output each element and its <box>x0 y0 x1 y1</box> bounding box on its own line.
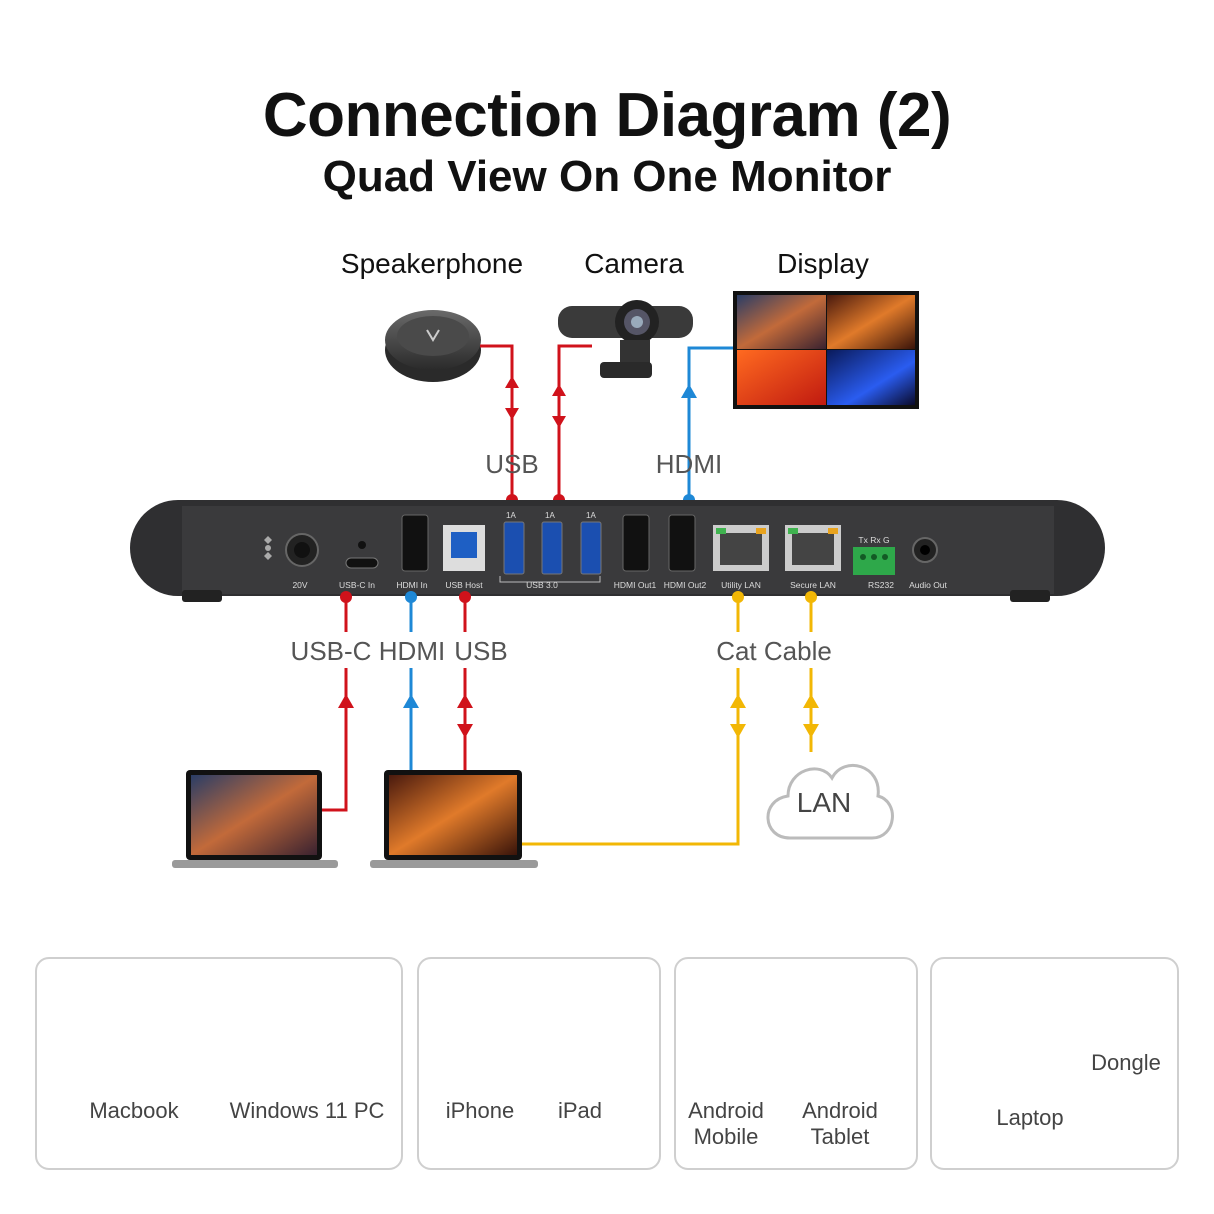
port-amp-2: 1A <box>545 511 555 520</box>
cloud-icon <box>766 763 894 840</box>
bottom-usb-label: USB <box>454 636 508 666</box>
ipad-label: iPad <box>557 1098 603 1123</box>
page-title: Connection Diagram (2) <box>262 81 952 150</box>
cat-cable-label: Cat Cable <box>716 636 832 666</box>
lan-label: LAN <box>796 787 852 818</box>
speakerphone-icon <box>385 310 481 382</box>
card-apple-mobile <box>417 957 661 1170</box>
port-utility-lan: Utility LAN <box>721 580 761 590</box>
port-amp-1: 1A <box>506 511 516 520</box>
port-secure-lan: Secure LAN <box>790 580 836 590</box>
laptop-2-icon <box>370 770 538 868</box>
display-label: Display <box>777 248 869 279</box>
port-usb30: USB 3.0 <box>526 580 558 590</box>
speakerphone-label: Speakerphone <box>340 248 524 279</box>
card-computers <box>35 957 403 1170</box>
camera-icon <box>558 300 693 378</box>
port-hdmi-out1: HDMI Out1 <box>613 580 657 590</box>
top-usb-label: USB <box>485 449 539 479</box>
port-usbc-in: USB-C In <box>339 580 375 590</box>
card-chromebook <box>930 957 1179 1170</box>
bottom-hdmi-label: HDMI <box>378 636 446 666</box>
port-rs232: RS232 <box>868 580 894 590</box>
port-power: 20V <box>292 580 308 590</box>
hub-device <box>130 500 1105 602</box>
port-amp-3: 1A <box>586 511 596 520</box>
macbook-label: Macbook <box>89 1098 179 1123</box>
port-hdmi-in: HDMI In <box>396 580 428 590</box>
card-android <box>674 957 918 1170</box>
bottom-usbc-label: USB-C <box>290 636 372 666</box>
android-tablet-label: Android Tablet <box>802 1098 878 1149</box>
dongle-label: Dongle <box>1091 1050 1161 1075</box>
windows-pc-label: Windows 11 PC <box>229 1098 385 1123</box>
port-usb-host: USB Host <box>445 580 483 590</box>
iphone-label: iPhone <box>445 1098 515 1123</box>
laptop-1-icon <box>172 770 338 868</box>
port-rs232-pins: Tx Rx G <box>858 535 890 545</box>
display-icon <box>733 291 919 409</box>
camera-label: Camera <box>584 248 684 279</box>
page-subtitle: Quad View On One Monitor <box>322 152 892 201</box>
top-hdmi-label: HDMI <box>655 449 723 479</box>
port-audio-out: Audio Out <box>909 580 947 590</box>
android-mobile-label: Android Mobile <box>688 1098 764 1149</box>
laptop-label: Laptop <box>996 1105 1064 1130</box>
port-hdmi-out2: HDMI Out2 <box>663 580 707 590</box>
